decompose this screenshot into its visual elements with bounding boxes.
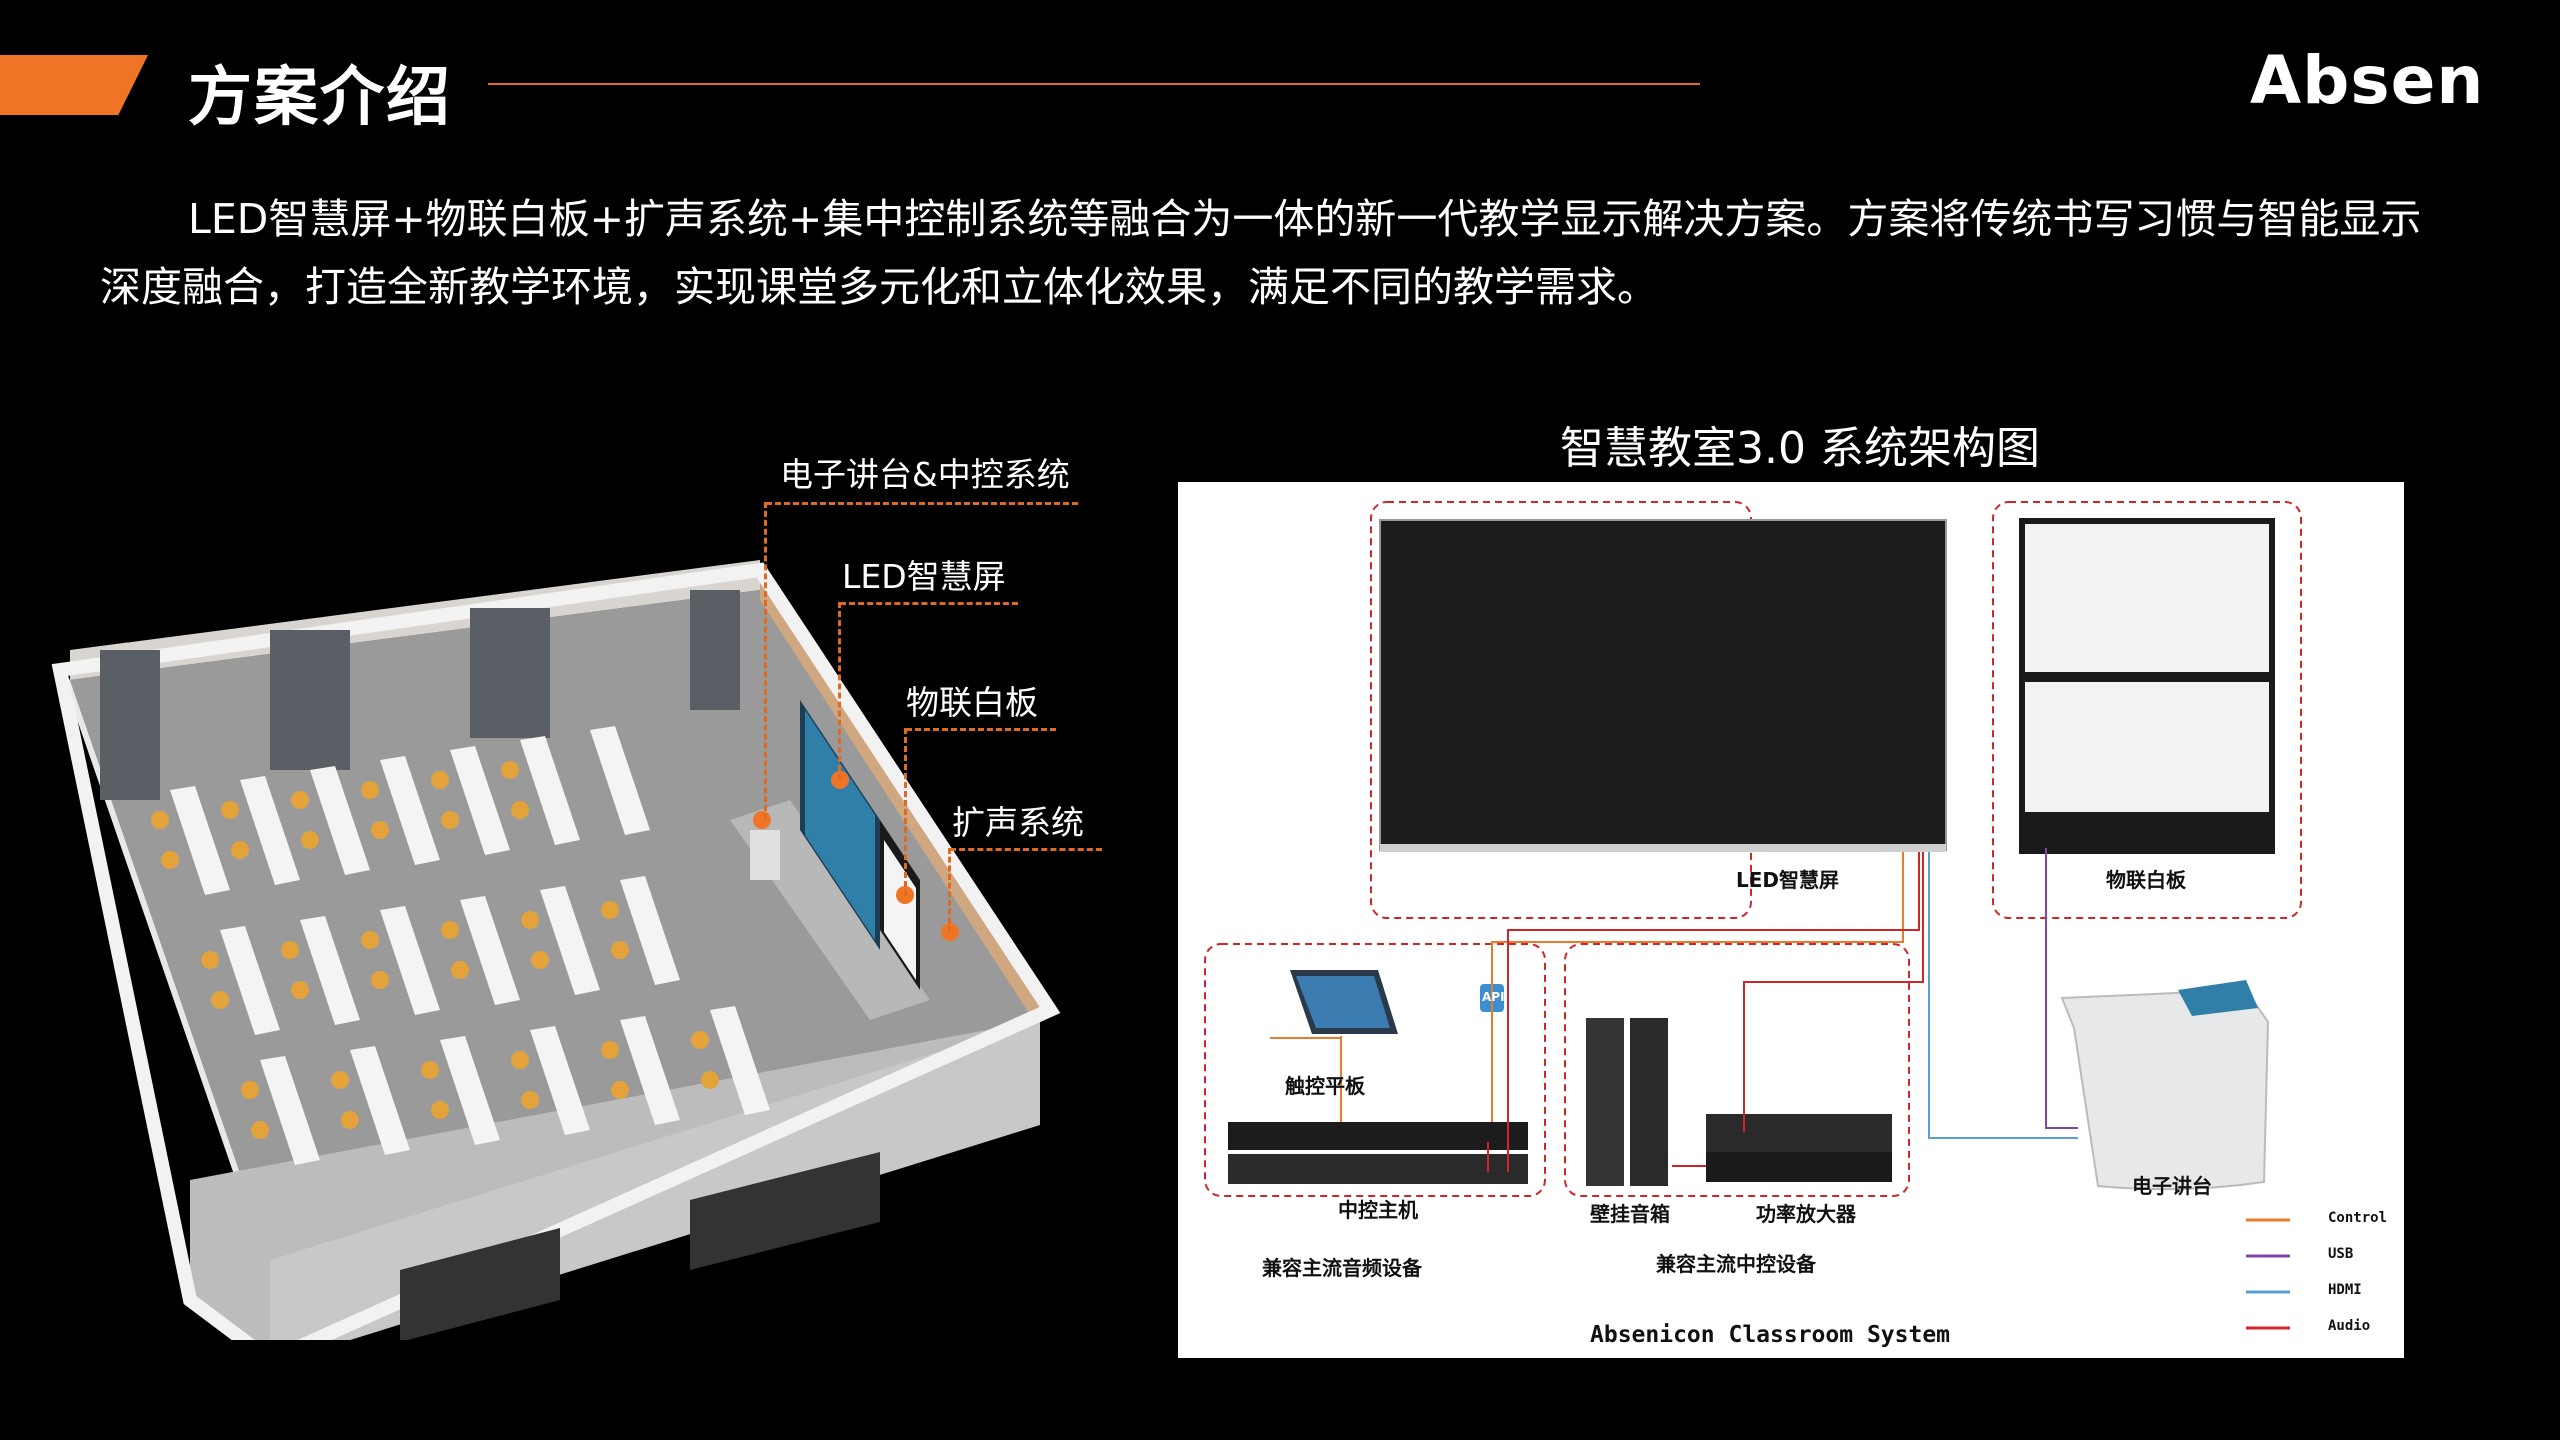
callout-line (764, 502, 767, 820)
callout-led-screen: LED智慧屏 (842, 550, 1006, 598)
label-control-host: 中控主机 (1338, 1194, 1418, 1223)
label-led-screen: LED智慧屏 (1736, 864, 1839, 893)
callout-line (840, 602, 1018, 605)
callout-line (766, 502, 1078, 505)
callout-line (838, 602, 841, 780)
label-podium: 电子讲台 (2132, 1170, 2212, 1199)
header-accent-shape (0, 55, 148, 115)
page-title: 方案介绍 (188, 46, 452, 138)
group-control-label: 兼容主流中控设备 (1656, 1248, 1816, 1277)
callout-whiteboard: 物联白板 (906, 676, 1038, 724)
callout-podium-control: 电子讲台&中控系统 (780, 448, 1070, 496)
legend-audio: Audio (2328, 1318, 2370, 1334)
architecture-diagram: LED智慧屏 物联白板 触控平板 中控主机 壁挂音箱 功率放大器 电子讲台 AP… (1178, 482, 2404, 1358)
callout-line (948, 848, 951, 932)
callout-audio: 扩声系统 (952, 796, 1084, 844)
legend-hdmi: HDMI (2328, 1282, 2362, 1298)
intro-paragraph: LED智慧屏+物联白板+扩声系统+集中控制系统等融合为一体的新一代教学显示解决方… (100, 185, 2460, 321)
diagram-title: 智慧教室3.0 系统架构图 (1560, 412, 2040, 476)
label-whiteboard: 物联白板 (2106, 864, 2186, 893)
brand-logo: Absen (2250, 42, 2484, 119)
label-touch-panel: 触控平板 (1285, 1070, 1365, 1099)
group-audio-label: 兼容主流音频设备 (1262, 1252, 1422, 1281)
legend-usb: USB (2328, 1246, 2353, 1262)
diagram-footer: Absenicon Classroom System (1590, 1322, 1950, 1348)
label-amplifier: 功率放大器 (1756, 1198, 1856, 1227)
title-divider (488, 83, 1700, 85)
legend-control: Control (2328, 1210, 2387, 1226)
callout-line (904, 728, 907, 896)
callout-line (950, 848, 1102, 851)
api-badge: API (1482, 990, 1505, 1004)
callout-line (906, 728, 1056, 731)
label-wall-speaker: 壁挂音箱 (1590, 1198, 1670, 1227)
